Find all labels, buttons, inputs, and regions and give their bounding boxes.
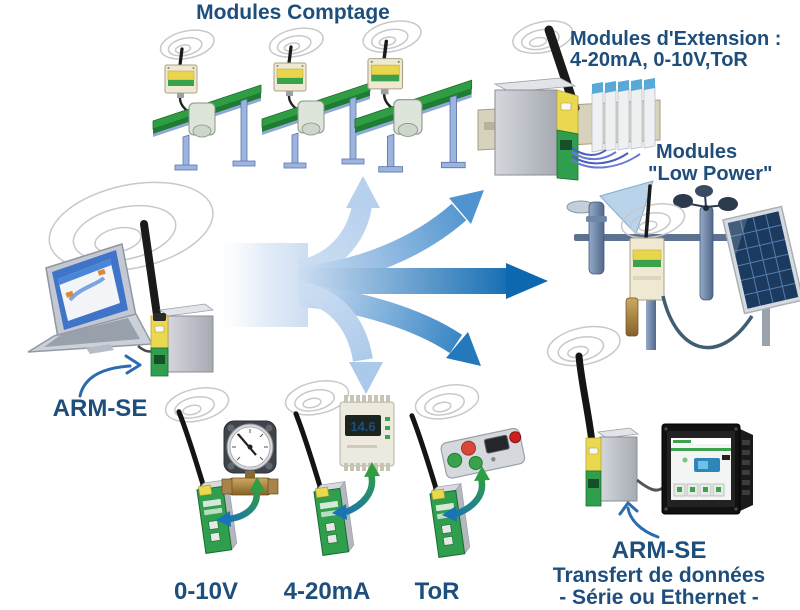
valve [227,477,273,496]
group-tor [411,378,526,559]
antenna-icon [575,352,596,446]
wireless-signal-icon [411,378,483,425]
group-4-20ma: 14.6 [281,374,395,557]
weather-station [566,180,800,350]
low-power-radio-module [629,184,665,301]
link-arrow-tor [442,466,490,522]
cable [636,478,665,492]
wireless-signal-icon [509,15,577,59]
extension-modules-group [477,15,661,181]
hmi-touch-panel [661,423,753,515]
wireless-signal-icon [161,381,233,428]
link-arrow-4-20ma [332,462,380,520]
label-extension-line1: Modules d'Extension : [570,28,781,50]
label-low-power-line1: Modules [656,141,737,163]
link-arrow-0-10v [216,477,265,527]
label-extension-line2: 4-20mA, 0-10V,ToR [570,49,748,71]
radio-module-tor [412,410,471,558]
label-arm-se-right: ARM-SE [612,537,707,564]
arm-se-module-left [140,220,215,377]
arrow-right [298,263,548,299]
meter-display: 14.6 [350,419,375,434]
arm-se-right-pointer-arrow [618,501,660,539]
antenna-icon [644,184,652,240]
arrow-up-right [299,190,484,288]
laptop [27,243,154,354]
solar-panel [722,205,800,346]
modules-comptage-group [153,16,472,172]
conveyor-module-3 [355,16,472,172]
label-0-10v: 0-10V [174,578,238,605]
label-transfert: Transfert de données [553,564,765,587]
antenna-icon [140,220,162,326]
data-flow-trunk [208,243,308,327]
data-flow-arrows [208,176,548,394]
wireless-signal-icon [543,319,625,373]
solar-cable [661,295,754,350]
label-serie-ethernet: - Série ou Ethernet - [559,586,759,609]
conveyor-module-1 [153,26,261,170]
label-4-20ma: 4-20mA [284,578,371,605]
group-0-10v [161,381,279,555]
label-low-power-line2: "Low Power" [648,163,773,185]
arm-se-module-right [575,352,640,507]
arm-se-transfer-station [543,319,753,539]
arm-se-pointer-arrow [78,354,142,398]
label-tor: ToR [415,578,460,605]
conveyor-module-2 [262,24,370,168]
label-arm-se-left: ARM-SE [53,395,148,422]
laptop-arm-se-station [27,166,224,398]
extension-io-modules [591,78,656,153]
control-box [440,427,526,479]
pressure-gauge [221,420,279,496]
title-modules-comptage: Modules Comptage [196,1,390,24]
sensor-probe [625,297,639,337]
din-meter: 14.6 [339,395,395,471]
arrow-down [298,282,383,394]
wind-vane [566,180,654,275]
ribbon-cables [571,147,641,169]
anemometer [673,185,738,301]
